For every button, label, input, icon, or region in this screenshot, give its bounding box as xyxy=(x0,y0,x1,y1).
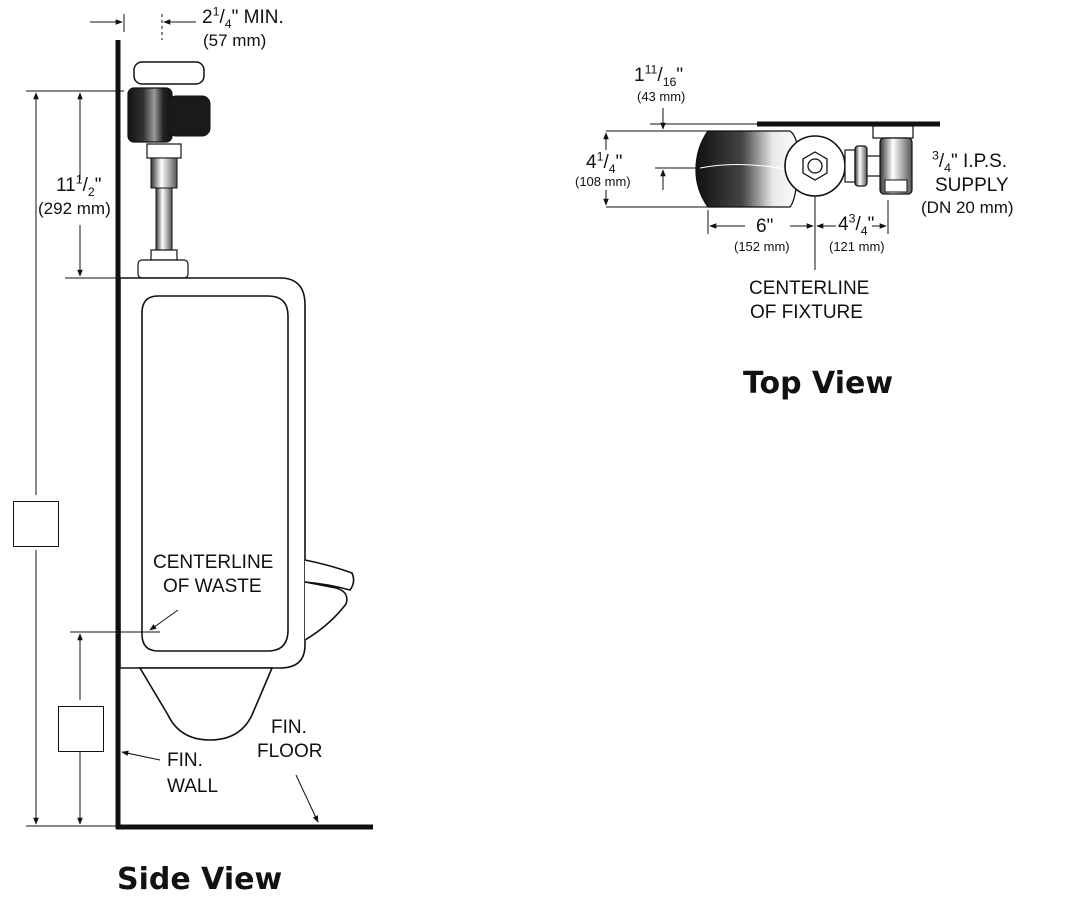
top-right-dim-label: 43/4" xyxy=(838,211,875,238)
fin-wall-line1: FIN. xyxy=(167,750,203,771)
dimension-placeholder-box-lower xyxy=(58,706,104,752)
side-view-drawing xyxy=(26,14,373,830)
top-left-dim-metric: (152 mm) xyxy=(734,239,790,254)
side-top-clearance-metric: (57 mm) xyxy=(203,31,267,50)
top-offset-label: 111/16" xyxy=(634,62,684,89)
urinal-body-icon xyxy=(119,277,355,741)
top-depth-label: 41/4" xyxy=(586,149,623,176)
top-left-dim-label: 6" xyxy=(756,216,774,237)
supply-line3: (DN 20 mm) xyxy=(921,198,1014,217)
side-view-title: Side View xyxy=(117,862,283,897)
top-view-drawing xyxy=(603,108,940,270)
fin-wall-line2: WALL xyxy=(167,776,219,797)
top-right-dim-metric: (121 mm) xyxy=(829,239,885,254)
supply-line1: 3/4" I.P.S. xyxy=(932,148,1008,175)
top-depth-metric: (108 mm) xyxy=(575,174,631,189)
centerline-fixture-line2: OF FIXTURE xyxy=(750,302,863,323)
flush-valve-side-icon xyxy=(127,61,211,279)
dimension-placeholder-box-upper xyxy=(13,501,59,547)
side-height-metric: (292 mm) xyxy=(38,199,111,218)
fin-floor-line1: FIN. xyxy=(271,717,307,738)
fin-floor-line2: FLOOR xyxy=(257,741,323,762)
supply-line2: SUPPLY xyxy=(935,175,1009,196)
centerline-waste-line1: CENTERLINE xyxy=(153,552,274,573)
side-height-label: 111/2" xyxy=(56,172,102,199)
top-offset-metric: (43 mm) xyxy=(637,89,686,104)
side-top-clearance-label: 21/4" MIN. xyxy=(202,4,284,31)
top-view-title: Top View xyxy=(743,366,894,401)
centerline-waste-line2: OF WASTE xyxy=(163,576,262,597)
flush-valve-top-icon xyxy=(695,125,914,208)
centerline-fixture-line1: CENTERLINE xyxy=(749,278,870,299)
